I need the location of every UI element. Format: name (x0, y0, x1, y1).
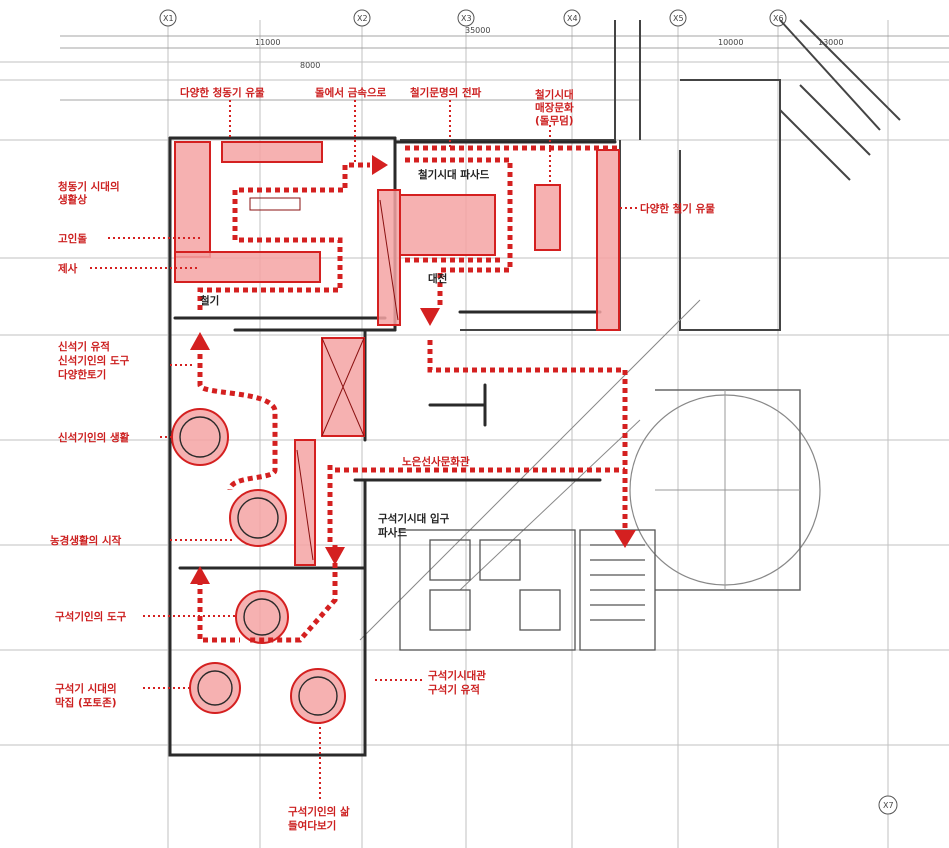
label-bronze-artifacts: 다양한 청동기 유물 (180, 86, 265, 99)
zone-labels: 다양한 청동기 유물 돌에서 금속으로 철기문명의 전파 철기시대 매장문화 (… (50, 86, 715, 832)
label-paleo-tools: 구석기인의 도구 (55, 610, 127, 623)
label-hall-partial: 대전 (428, 272, 447, 285)
structural-grid (0, 20, 949, 848)
label-paleo-hut: 막집 (포토존) (55, 696, 117, 709)
label-iron-burial: (돌무덤) (535, 115, 574, 127)
arrow-right-icon (372, 155, 388, 175)
zone-iron-burial (534, 184, 561, 251)
arrow-up-icon (190, 566, 210, 584)
circulation-arrows (190, 155, 636, 584)
label-paleo-life: 들여다보기 (288, 819, 336, 832)
grid-label: X6 (773, 14, 784, 23)
arrow-down-icon (325, 547, 345, 565)
grid-label: X3 (461, 14, 472, 23)
zone-bronze-artifacts (221, 141, 323, 163)
zone-sketch-circles (179, 416, 338, 716)
grid-label: X7 (883, 801, 894, 810)
label-stone-to-metal: 돌에서 금속으로 (315, 86, 387, 99)
label-paleo-hut: 구석기 시대의 (55, 682, 117, 695)
leader-lines (90, 100, 640, 800)
grid-markers (159, 9, 898, 815)
label-bronze-life: 생활상 (58, 193, 87, 206)
label-iron-burial: 매장문화 (535, 101, 574, 114)
label-iron-partial: 철기 (200, 294, 219, 307)
zone-bronze-dolmen (174, 141, 211, 258)
label-hall-name: 노은선사문화관 (402, 455, 470, 468)
label-bronze-life: 청동기 시대의 (58, 180, 120, 193)
zone-hatching (249, 197, 399, 561)
label-paleo-site: 구석기 유적 (428, 683, 480, 696)
label-paleo-entrance: 구석기시대 입구 (378, 512, 450, 525)
dimension-text: 35000 (465, 26, 490, 35)
arrow-up-icon (190, 332, 210, 350)
service-rooms (399, 529, 656, 651)
zone-rites (174, 251, 321, 283)
label-paleo-entrance: 파사드 (378, 526, 407, 539)
label-neolithic-pottery: 다양한토기 (58, 368, 106, 381)
grid-label: X4 (567, 14, 578, 23)
grid-label: X1 (163, 14, 174, 23)
grid-marker-labels: X1 X2 X3 X4 X5 X6 X7 (163, 14, 894, 810)
dimension-text: 10000 (718, 38, 743, 47)
arrow-down-icon (420, 308, 440, 326)
dimension-values: 11000 35000 8000 13000 10000 (255, 26, 843, 70)
label-rites: 제사 (58, 262, 78, 275)
circulation-path (197, 145, 628, 643)
label-neolithic-site: 신석기 유적 (58, 340, 110, 353)
zone-iron-facade (399, 194, 496, 256)
dimension-text: 8000 (300, 61, 320, 70)
label-iron-spread: 철기문명의 전파 (410, 86, 482, 99)
grid-label: X2 (357, 14, 368, 23)
label-iron-burial: 철기시대 (535, 88, 574, 101)
dimension-lines (60, 35, 949, 101)
dimension-text: 11000 (255, 38, 280, 47)
label-paleo-life: 구석기인의 삶 (288, 805, 350, 818)
label-neolithic-life: 신석기인의 생활 (58, 431, 130, 444)
label-iron-facade: 철기시대 파사드 (418, 168, 490, 181)
arrow-down-icon (614, 530, 636, 548)
dimension-text: 13000 (818, 38, 843, 47)
exhibit-zones (171, 141, 620, 724)
label-iron-artifacts: 다양한 철기 유물 (640, 202, 715, 215)
grid-label: X5 (673, 14, 684, 23)
label-neolithic-tools: 신석기인의 도구 (58, 354, 130, 367)
label-paleo-hall: 구석기시대관 (428, 669, 486, 682)
exhibit-walls (168, 136, 617, 757)
label-farming-start: 농경생활의 시작 (50, 534, 122, 547)
zone-iron-artifacts (596, 149, 620, 331)
label-dolmen: 고인돌 (58, 232, 87, 245)
building-outline-right (359, 19, 901, 641)
